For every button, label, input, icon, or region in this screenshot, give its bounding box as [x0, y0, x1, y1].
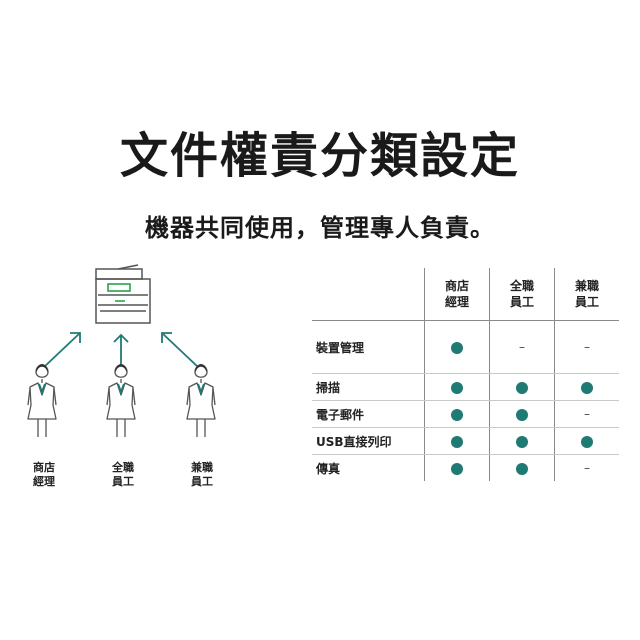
arrow-icon-left [43, 332, 81, 368]
permitted-dot-icon [451, 341, 463, 354]
row-label: 裝置管理 [312, 320, 425, 374]
cell-manager [424, 454, 490, 481]
cell-parttime [554, 427, 619, 455]
permission-table: 商店經理 全職員工 兼職員工 裝置管理 – – 掃描電子郵件 – USB直接列印傳真 – [312, 268, 619, 481]
permitted-dot-icon [451, 462, 463, 475]
cell-fulltime [489, 454, 555, 481]
person-icon-3 [186, 364, 216, 437]
cell-parttime [554, 373, 619, 401]
table-row: 傳真 – [312, 454, 619, 481]
cell-parttime: – [554, 400, 619, 428]
cell-fulltime [489, 373, 555, 401]
row-label: USB直接列印 [312, 427, 425, 455]
table-corner [312, 268, 425, 321]
arrow-icon-right [161, 332, 199, 368]
row-label: 傳真 [316, 461, 341, 476]
sharing-diagram [27, 264, 216, 437]
permitted-dot-icon [516, 408, 528, 421]
permitted-dot-icon [451, 381, 463, 394]
column-header-manager: 商店經理 [424, 268, 490, 321]
permitted-dot-icon [581, 381, 593, 394]
column-header-fulltime: 全職員工 [489, 268, 555, 321]
table-row: 電子郵件 – [312, 400, 619, 428]
printer-icon [95, 264, 151, 324]
not-permitted-dash-icon: – [519, 340, 525, 354]
cell-manager [424, 320, 490, 374]
arrow-icon-center [113, 333, 129, 367]
permitted-dot-icon [451, 435, 463, 448]
table-header-row: 商店經理 全職員工 兼職員工 [312, 268, 619, 321]
not-permitted-dash-icon: – [584, 340, 590, 354]
page-title: 文件權責分類設定 [119, 128, 520, 184]
cell-manager [424, 373, 490, 401]
cell-fulltime [489, 427, 555, 455]
row-label: 掃描 [312, 373, 425, 401]
cell-parttime: – [554, 454, 619, 481]
permitted-dot-icon [516, 435, 528, 448]
permitted-dot-icon [516, 381, 528, 394]
column-header-parttime: 兼職員工 [554, 268, 619, 321]
cell-fulltime [489, 400, 555, 428]
table-row: USB直接列印 [312, 427, 619, 455]
page-subtitle: 機器共同使用，管理專人負責。 [145, 214, 495, 242]
row-label: 電子郵件 [312, 400, 425, 428]
cell-fulltime: – [489, 320, 555, 374]
not-permitted-dash-icon: – [584, 461, 590, 475]
person-label-manager: 商店經理 [33, 461, 55, 488]
cell-manager [424, 427, 490, 455]
not-permitted-dash-icon: – [584, 407, 590, 421]
table-row: 掃描 [312, 373, 619, 401]
permitted-dot-icon [516, 462, 528, 475]
permitted-dot-icon [581, 435, 593, 448]
permitted-dot-icon [451, 408, 463, 421]
person-label-parttime: 兼職員工 [191, 461, 213, 488]
person-label-fulltime: 全職員工 [112, 461, 134, 488]
person-icon-1 [27, 364, 57, 437]
person-icon-2 [106, 364, 136, 437]
cell-manager [424, 400, 490, 428]
table-row: 裝置管理 – – [312, 320, 619, 374]
cell-parttime: – [554, 320, 619, 374]
